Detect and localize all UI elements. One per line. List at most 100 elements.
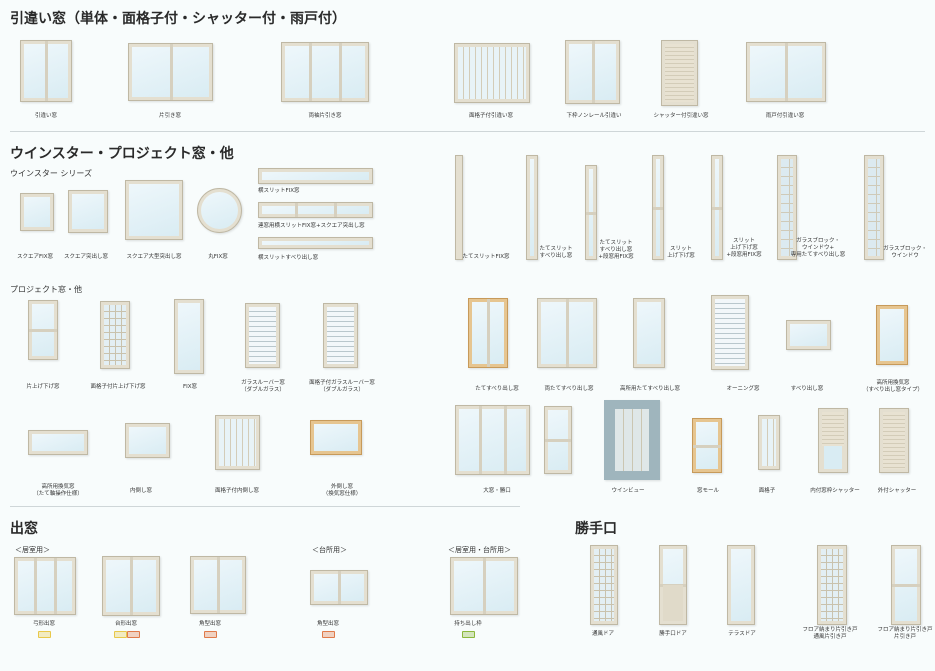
item-label: ガラスブロック・ ウインドウ (883, 246, 927, 259)
section-title-backdoor: 勝手口 (575, 521, 617, 537)
window-image[interactable] (544, 406, 572, 474)
window-image[interactable] (125, 180, 183, 240)
window-image[interactable] (197, 188, 242, 233)
window-image[interactable] (190, 556, 246, 614)
window-image[interactable] (777, 155, 797, 260)
section-title-winster: ウインスター・プロジェクト窓・他 (10, 146, 234, 162)
mullion (309, 43, 313, 101)
window-image[interactable] (786, 320, 831, 350)
window-glass (790, 324, 827, 346)
window-glass (459, 409, 526, 471)
window-image[interactable] (20, 40, 72, 102)
window-image[interactable] (727, 545, 755, 625)
window-image[interactable] (526, 155, 538, 260)
transom (693, 444, 721, 448)
window-image[interactable] (604, 400, 660, 480)
window-image[interactable] (746, 42, 826, 102)
window-image[interactable] (128, 43, 213, 101)
window-image[interactable] (68, 190, 108, 233)
item-label: 勝手口ドア (659, 631, 687, 637)
window-glass (458, 47, 526, 99)
window-image[interactable] (652, 155, 664, 260)
item-label: 窓モール (696, 488, 720, 494)
window-image[interactable] (455, 405, 530, 475)
window-image[interactable] (100, 301, 130, 369)
window-image[interactable] (258, 237, 373, 249)
window-glass (781, 159, 793, 256)
item-label: 弓形出窓 (32, 621, 56, 627)
window-image[interactable] (468, 298, 508, 368)
window-image[interactable] (817, 545, 847, 625)
mullion (591, 41, 595, 103)
size-badge (114, 631, 127, 638)
item-label: 面格子付片上げ下げ窓 (90, 384, 146, 390)
window-image[interactable] (711, 155, 723, 260)
window-glass (32, 434, 84, 451)
window-glass (285, 46, 365, 98)
window-glass (822, 412, 844, 446)
window-lower-glass (824, 446, 842, 469)
window-image[interactable] (818, 408, 848, 473)
window-image[interactable] (565, 40, 620, 104)
item-label: 面格子付ガラスルーバー窓 （ダブルガラス） (309, 380, 375, 393)
item-label: すべり出し窓 (790, 386, 824, 392)
window-image[interactable] (310, 570, 368, 605)
window-image[interactable] (864, 155, 884, 260)
window-image[interactable] (661, 40, 698, 106)
window-glass (201, 192, 238, 229)
mullion (169, 44, 173, 100)
window-glass (868, 159, 880, 256)
window-image[interactable] (454, 43, 530, 103)
window-image[interactable] (891, 545, 921, 625)
window-glass (327, 307, 354, 364)
window-image[interactable] (28, 300, 58, 360)
window-image[interactable] (692, 418, 722, 473)
window-image[interactable] (14, 557, 76, 615)
window-glass (18, 561, 72, 611)
window-image[interactable] (585, 165, 597, 260)
window-glass (594, 549, 614, 621)
item-label: たてすべり出し窓 (475, 386, 519, 392)
transom (586, 211, 596, 215)
window-image[interactable] (125, 423, 170, 458)
mullion (566, 299, 569, 367)
transom (653, 206, 663, 210)
window-image[interactable] (102, 556, 160, 616)
window-image[interactable] (215, 415, 260, 470)
window-glass (24, 197, 50, 227)
window-glass (731, 549, 751, 621)
window-image[interactable] (258, 168, 373, 184)
window-image[interactable] (758, 415, 780, 470)
window-image[interactable] (323, 303, 358, 368)
size-badge (462, 631, 475, 638)
window-glass (615, 409, 649, 471)
item-label: 持ち出し枠 (454, 621, 482, 627)
item-label: ガラスブロック・ ウインドウ+ 専用たてすべり出し窓 (790, 238, 846, 258)
window-image[interactable] (20, 193, 54, 231)
window-image[interactable] (537, 298, 597, 368)
window-image[interactable] (590, 545, 618, 625)
item-label: 通風ドア (591, 631, 615, 637)
window-image[interactable] (174, 299, 204, 374)
item-label: 下枠ノンレール引違い (566, 113, 622, 119)
window-image[interactable] (281, 42, 369, 102)
item-label: たてスリット すべり出し窓 +段窓用FIX窓 (598, 240, 634, 260)
window-image[interactable] (245, 303, 280, 368)
window-image[interactable] (258, 202, 373, 218)
window-image[interactable] (633, 298, 665, 368)
window-image[interactable] (450, 557, 518, 615)
window-image[interactable] (879, 408, 909, 473)
window-image[interactable] (28, 430, 88, 455)
window-image[interactable] (659, 545, 687, 625)
window-glass (883, 412, 905, 469)
window-image[interactable] (455, 155, 463, 260)
window-image[interactable] (876, 305, 908, 365)
item-label: オーニング窓 (726, 386, 760, 392)
item-label: たてスリットFIX窓 (462, 254, 510, 260)
window-image[interactable] (711, 295, 749, 370)
window-image[interactable] (310, 420, 362, 455)
mullion (338, 43, 342, 101)
item-label: スクエア突出し窓 (63, 254, 109, 260)
group-label: ＜台所用＞ (312, 546, 347, 554)
item-label: 面格子付内倒し窓 (214, 488, 260, 494)
